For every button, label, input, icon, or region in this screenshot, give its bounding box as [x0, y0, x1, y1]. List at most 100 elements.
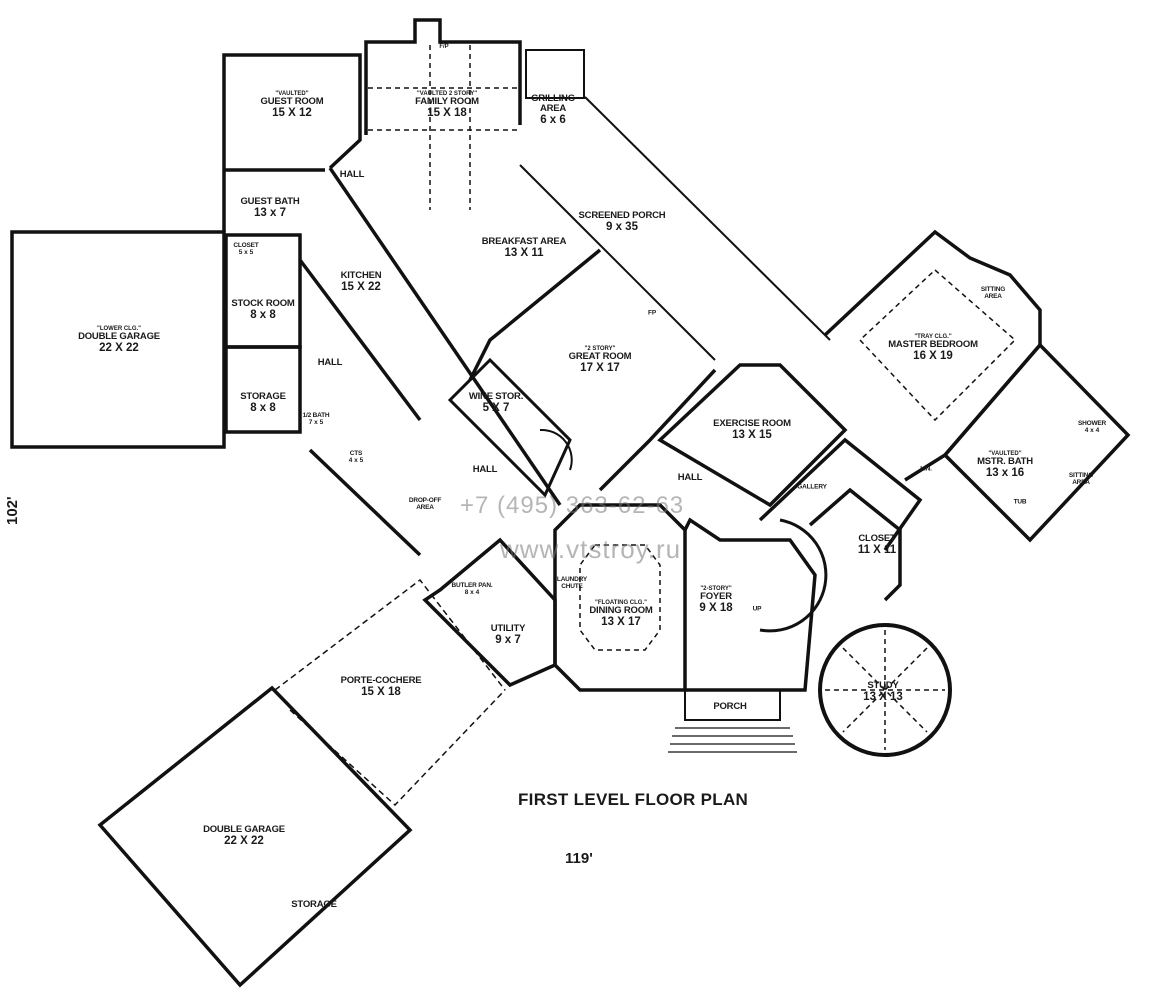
room-size: 13 x 16 [985, 467, 1025, 480]
room-name: MASTER BEDROOM [888, 339, 978, 351]
room-hall: HALL [340, 170, 365, 180]
room-name: MSTR. BATH [977, 456, 1033, 468]
room-name: BREAKFAST AREA [481, 235, 567, 247]
tub-label: TUB [1013, 498, 1027, 507]
room-name: SHOWER [1077, 420, 1107, 428]
room-hall-2: HALL [318, 358, 343, 368]
room-name: STUDY [867, 679, 899, 691]
room-size: 5 x 5 [238, 249, 254, 256]
room-name: HALL [339, 169, 365, 181]
room-size: 8 x 4 [464, 589, 480, 596]
wall-garage [97, 685, 413, 988]
room-name: SITTING AREA [980, 286, 1006, 300]
room-size: 7 x 5 [308, 419, 324, 426]
room-size: 16 X 19 [913, 350, 953, 363]
room-master-bedroom: "TRAY CLG." MASTER BEDROOM 16 X 19 [888, 334, 978, 362]
room-grilling-area: GRILLING AREA 6 x 6 [530, 94, 576, 126]
wall-lower-garage [10, 230, 226, 449]
room-name: LIN. [920, 465, 932, 473]
wall-guest-room [222, 53, 362, 232]
tub-text: TUB [1013, 498, 1027, 506]
room-dining-room: "FLOATING CLG." DINING ROOM 13 X 17 [589, 600, 652, 628]
room-name: HALL [472, 464, 498, 476]
room-name: STOCK ROOM [231, 297, 295, 309]
room-size: 17 X 17 [580, 362, 620, 375]
room-name: DOUBLE GARAGE [78, 331, 160, 343]
room-size: 4 x 5 [348, 457, 364, 464]
wall-dining-room [553, 503, 687, 692]
room-size: 8 x 8 [250, 308, 276, 321]
wall-family-room [364, 18, 522, 135]
room-breakfast-area: BREAKFAST AREA 13 X 11 [481, 235, 567, 259]
room-guest-bath: GUEST BATH 13 x 7 [240, 197, 299, 219]
room-size: 15 X 12 [272, 107, 312, 120]
room-name: LAUNDRY CHUTE [556, 576, 588, 590]
room-stock-room: STOCK ROOM 8 x 8 [231, 299, 294, 321]
room-size: 4 x 4 [1084, 427, 1100, 434]
room-name: PORTE-COCHERE [340, 674, 422, 686]
room-size: 15 X 18 [361, 685, 401, 698]
room-lower-garage: "LOWER CLG." DOUBLE GARAGE 22 X 22 [78, 326, 160, 354]
room-name: CLOSET [858, 532, 896, 544]
room-size: 13 X 17 [601, 616, 641, 629]
room-great-room: "2 STORY" GREAT ROOM 17 X 17 [569, 346, 632, 374]
room-size: 5 X 7 [482, 401, 510, 414]
ceiling-note: "TRAY CLG." [914, 333, 952, 340]
watermark-site: www.vtstroy.ru [500, 534, 682, 564]
room-family-room: "VAULTED 2 STORY" FAMILY ROOM 15 X 18 [415, 91, 479, 119]
room-hall-3: HALL [473, 465, 498, 475]
room-porch: PORCH [713, 701, 747, 713]
room-half-bath: 1/2 BATH 7 x 5 [302, 412, 330, 427]
room-size: 6 x 6 [540, 113, 566, 126]
room-name: UTILITY [490, 622, 526, 634]
room-size: 11 X 11 [857, 543, 897, 556]
room-name: SCREENED PORCH [578, 209, 666, 221]
room-size: 13 X 15 [732, 428, 772, 441]
room-size: 22 X 22 [224, 834, 264, 847]
room-linen: LIN. [920, 465, 932, 474]
room-study: STUDY 13 X 13 [863, 681, 903, 703]
ceiling-note: "VAULTED 2 STORY" [416, 90, 478, 97]
great-room-fireplace: FP [648, 309, 656, 318]
room-sitting-area: SITTING AREA [975, 286, 1011, 301]
stair-up-label: UP [752, 605, 762, 614]
room-kitchen: KITCHEN 15 X 22 [341, 271, 382, 293]
room-size: 8 x 8 [250, 401, 276, 414]
room-name: WINE STOR. [468, 390, 524, 402]
wall-study [818, 623, 952, 757]
room-name: EXERCISE ROOM [713, 417, 791, 429]
room-name: STORAGE [240, 390, 286, 402]
room-garage-storage: STORAGE [291, 899, 337, 911]
ceiling-note: "2 STORY" [584, 345, 616, 352]
depth-dimension: 102' [4, 496, 21, 525]
stair-up-text: UP [752, 605, 762, 613]
room-size: 13 X 11 [504, 246, 544, 259]
room-name: GREAT ROOM [568, 351, 632, 363]
room-name: GALLERY [797, 483, 827, 491]
room-name: GUEST BATH [240, 195, 300, 207]
room-drop-off-area: DROP-OFF AREA [405, 497, 445, 512]
room-storage: STORAGE 8 x 8 [240, 390, 286, 414]
room-size: 13 X 13 [863, 690, 903, 703]
watermark-phone: +7 (495) 363-62-63 [460, 492, 685, 519]
room-name: CLOSET [233, 242, 259, 250]
room-cts: CTS 4 x 5 [348, 450, 364, 465]
room-name: 1/2 BATH [302, 412, 330, 420]
room-sitting-area-2: SITTING AREA [1063, 472, 1099, 487]
ceiling-note: "2-STORY" [700, 585, 732, 592]
wall-exercise-room [657, 363, 848, 508]
room-name: PORCH [713, 701, 747, 713]
family-room-fireplace: F/P [439, 44, 448, 50]
room-foyer: "2-STORY" FOYER 9 X 18 [699, 586, 732, 614]
room-name: FOYER [700, 591, 732, 603]
room-name: DINING ROOM [589, 605, 653, 617]
room-guest-room: "VAULTED" GUEST ROOM 15 X 12 [261, 91, 324, 119]
room-name: STORAGE [291, 899, 337, 911]
room-wine-storage: WINE STOR. 5 X 7 [468, 390, 524, 414]
room-porte-cochere: PORTE-COCHERE 15 X 18 [341, 676, 422, 698]
fireplace-label: FP [648, 309, 656, 317]
room-size: 9 x 35 [606, 220, 638, 233]
ceiling-note: "VAULTED" [275, 90, 309, 97]
